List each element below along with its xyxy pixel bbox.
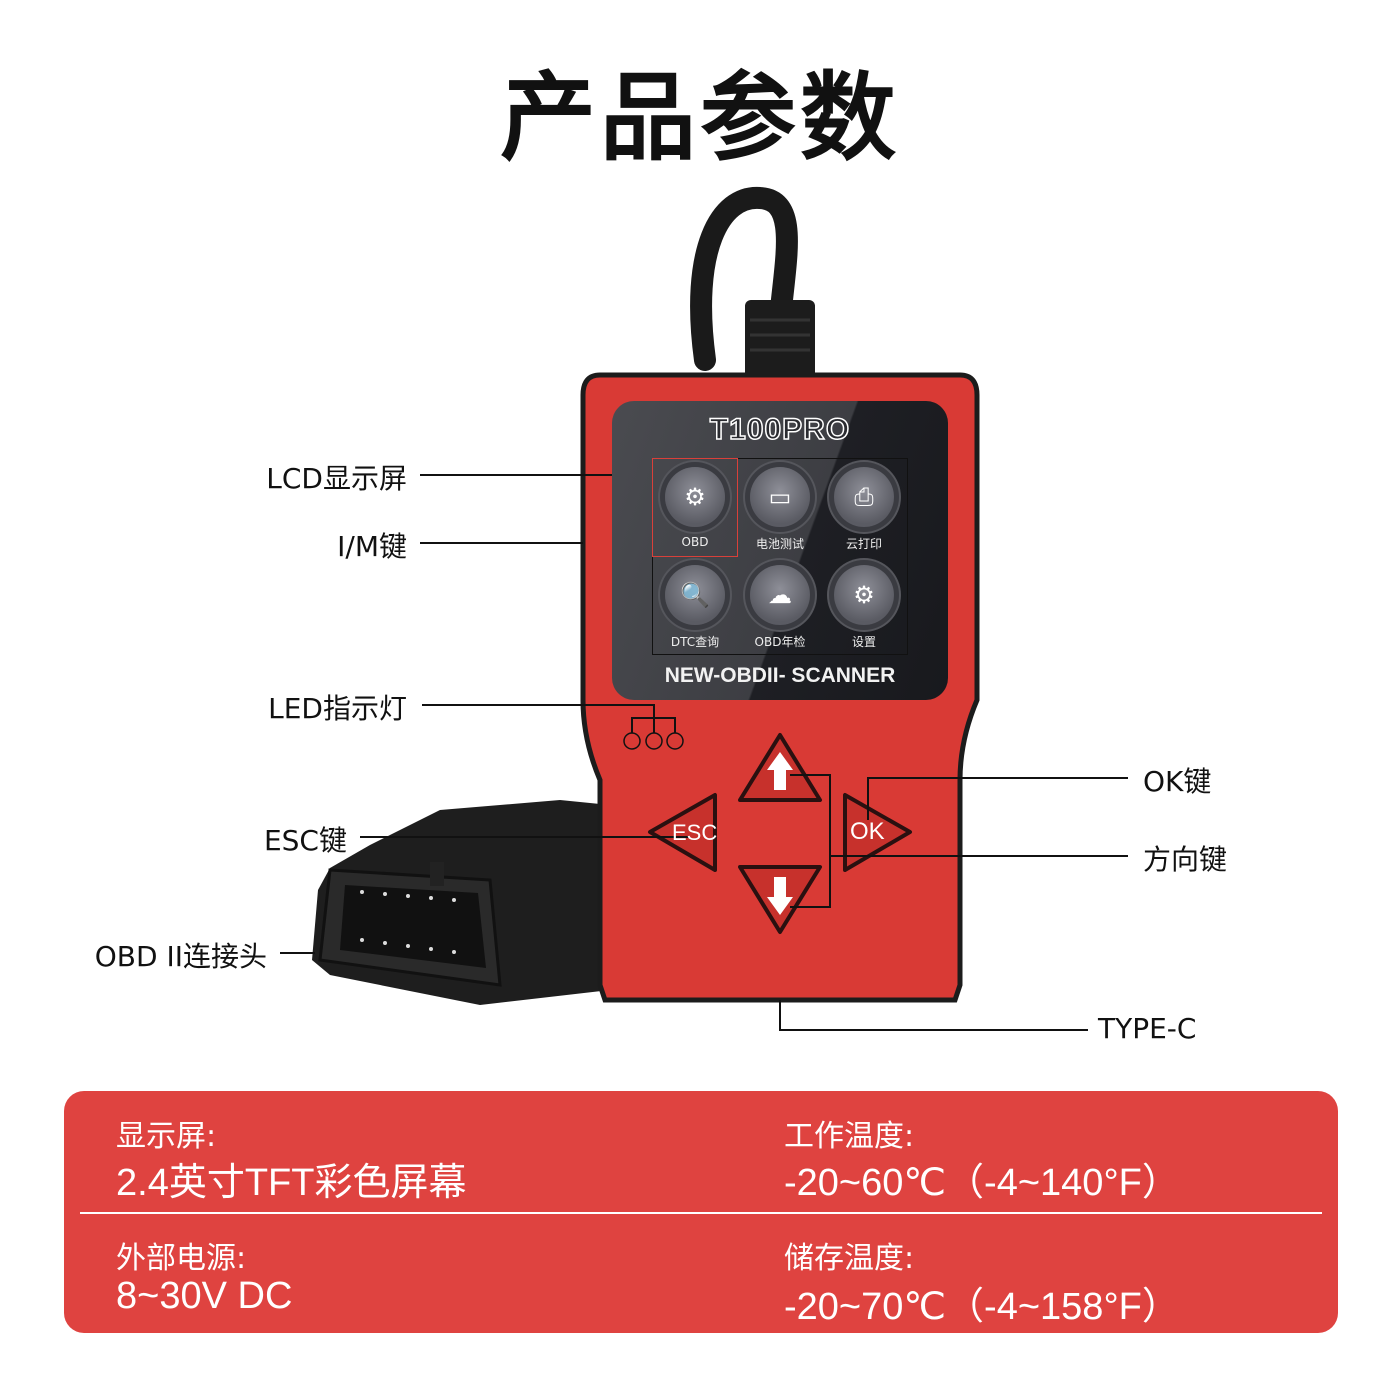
led-indicators [623,732,684,750]
callout-esc: ESC键 [263,824,347,857]
brand-logo: T100PRO [709,412,851,447]
spec-storage-temp-value: -20~70℃（-4~158°F） [784,1286,1180,1328]
arrow-down-icon [767,877,793,915]
settings-icon: ⚙ [834,565,894,625]
spec-display-key: 显示屏: [116,1119,217,1154]
menu-item-obd-inspection[interactable]: ☁OBD年检 [738,557,822,654]
battery-icon: ▭ [750,467,810,527]
spec-display-value: 2.4英寸TFT彩色屏幕 [116,1162,467,1204]
strain-relief [745,300,815,380]
callout-ok: OK键 [1143,765,1212,798]
menu-item-obd[interactable]: ⚙OBD [652,458,738,557]
ok-button-label[interactable]: OK [850,818,885,845]
page-title: 产品参数 [500,62,900,174]
spec-operating-temp-value: -20~60℃（-4~140°F） [784,1162,1180,1204]
callout-led: LED指示灯 [268,692,407,725]
spec-power-value: 8~30V DC [116,1275,293,1317]
car-search-icon: 🔍 [665,565,725,625]
cloud-obd-icon: ☁ [750,565,810,625]
menu-item-settings[interactable]: ⚙设置 [822,557,906,654]
printer-icon: ⎙ [834,467,894,527]
cable [690,186,798,371]
lcd-screen: T100PRO ⚙OBD ▭电池测试 ⎙云打印 🔍DTC查询 ☁OBD年检 ⚙设… [612,401,948,700]
spec-storage-temp-key: 储存温度: [784,1241,915,1276]
callout-im: I/M键 [337,530,407,563]
spec-power-key: 外部电源: [116,1241,247,1276]
callout-direction: 方向键 [1143,843,1228,876]
callout-obd: OBD II连接头 [94,940,267,973]
spec-divider [80,1212,1322,1214]
screen-footer: NEW-OBDII- SCANNER [664,664,896,687]
menu-item-battery[interactable]: ▭电池测试 [738,459,822,556]
menu-item-print[interactable]: ⎙云打印 [822,459,906,556]
callout-typec: TYPE-C [1098,1012,1197,1045]
ok-button [843,793,912,872]
menu-item-dtc[interactable]: 🔍DTC查询 [653,557,737,654]
spec-operating-temp-key: 工作温度: [784,1119,915,1154]
spec-panel: 显示屏: 2.4英寸TFT彩色屏幕 工作温度: -20~60℃（-4~140°F… [64,1091,1338,1333]
arrow-up-icon [767,752,793,790]
menu-grid: ⚙OBD ▭电池测试 ⎙云打印 🔍DTC查询 ☁OBD年检 ⚙设置 [652,458,908,655]
callout-lcd: LCD显示屏 [266,462,407,495]
engine-icon: ⚙ [665,467,725,527]
esc-button-label[interactable]: ESC [672,820,718,845]
esc-button [648,793,717,872]
obd-connector [312,800,610,1005]
